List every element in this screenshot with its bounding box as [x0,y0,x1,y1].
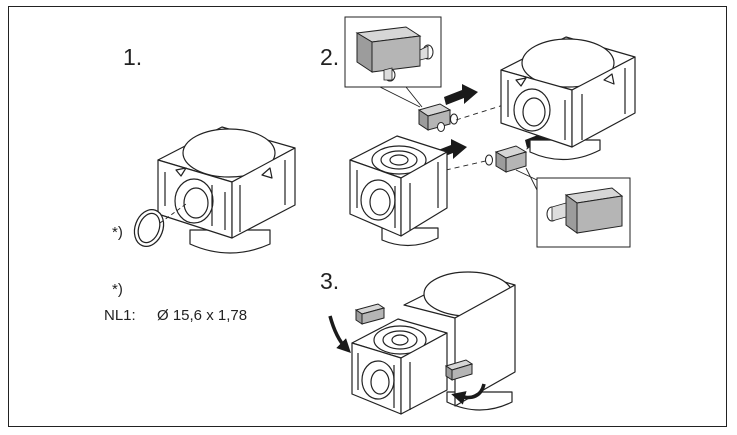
step3-valve-body [351,271,516,415]
arrow-top [444,84,478,105]
note-label: NL1: [104,307,136,324]
zoom-box-top [344,16,442,108]
diagram-frame [8,6,727,427]
step-2-label: 2. [320,44,340,70]
o-ring-callout-marker: *) [112,224,123,241]
zoom-box-bottom [515,167,631,248]
step2-valve-body-right [500,36,636,161]
insert-small-top [417,103,458,132]
rotation-arrow-right [451,383,486,405]
o-ring [133,209,165,247]
rotation-arrows [328,315,486,405]
step3-inserts [354,303,474,381]
step2-valve-body-left [349,135,448,247]
step-3-label: 3. [320,268,340,294]
rotation-arrow-left [328,315,351,353]
insert-small-right [485,145,528,173]
footnote-marker: *) [112,281,123,298]
o-ring-guide-line [159,203,187,224]
step-1-label: 1. [123,44,143,70]
step1-valve-body [157,126,296,254]
note-value: Ø 15,6 x 1,78 [157,307,248,324]
